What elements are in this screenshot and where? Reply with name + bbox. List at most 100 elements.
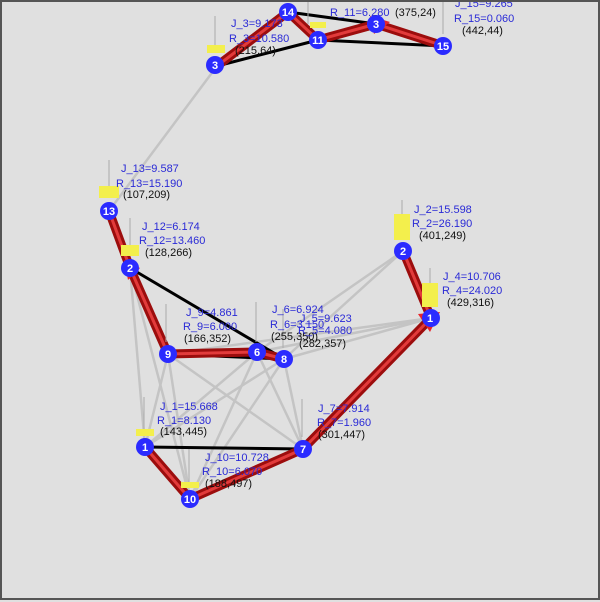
label-j7: J_7=7.914 (318, 403, 370, 415)
annotations: J_3=9.173 R_3=10.580 (215,64) R_11=6.280… (116, 2, 514, 490)
svg-text:13: 13 (103, 206, 115, 218)
edge-1-7 (144, 445, 304, 451)
label-r11: R_11=6.280 (330, 7, 389, 19)
label-j12: J_12=6.174 (142, 221, 200, 233)
node-6[interactable]: 6 (248, 343, 266, 361)
label-r7: R_7=1.960 (317, 417, 371, 429)
edge-14-3 (287, 10, 377, 26)
label-c12: (128,266) (145, 247, 192, 259)
label-r4: R_4=24.020 (442, 285, 502, 297)
route-10-1 (143, 445, 192, 501)
edge-8-1 (144, 357, 285, 449)
label-j2: J_2=15.598 (414, 204, 472, 216)
demand-bar-11 (310, 22, 326, 28)
label-j13: J_13=9.587 (121, 163, 179, 175)
label-r3: R_3=10.580 (229, 33, 289, 45)
node-11[interactable]: 11 (309, 31, 327, 49)
svg-text:10: 10 (184, 494, 196, 506)
label-c3: (215,64) (235, 45, 276, 57)
edge-2-8 (283, 250, 404, 360)
edge-3-13 (107, 65, 219, 212)
edge-12-1 (128, 267, 147, 448)
edge-6-7 (255, 351, 305, 450)
label-c15: (442,44) (462, 25, 503, 37)
label-c6: (255,350) (271, 331, 318, 343)
label-c7: (301,447) (318, 429, 365, 441)
label-r2: R_2=26.190 (412, 218, 472, 230)
edge-4-6 (256, 316, 432, 354)
svg-text:9: 9 (165, 349, 171, 361)
svg-text:11: 11 (312, 35, 324, 47)
label-c1: (143,445) (160, 426, 207, 438)
edge-4-8 (283, 316, 432, 361)
svg-text:2: 2 (127, 263, 133, 275)
svg-text:14: 14 (282, 7, 295, 19)
svg-text:15: 15 (437, 41, 449, 53)
demand-bar-12 (121, 245, 139, 256)
node-7[interactable]: 7 (294, 440, 312, 458)
node-depot-top[interactable]: 3 (367, 15, 385, 33)
svg-text:8: 8 (281, 354, 287, 366)
node-2[interactable]: 2 (394, 242, 412, 260)
node-15[interactable]: 15 (434, 37, 452, 55)
label-c2: (401,249) (419, 230, 466, 242)
svg-text:1: 1 (427, 313, 433, 325)
label-c13: (107,209) (123, 189, 170, 201)
label-j6: J_6=6.924 (272, 304, 324, 316)
label-r10: R_10=6.070 (202, 466, 262, 478)
label-j15: J_15=9.265 (455, 2, 513, 10)
label-j4: J_4=10.706 (443, 271, 501, 283)
label-j9: J_9=4.861 (186, 307, 238, 319)
label-r15: R_15=0.060 (454, 13, 514, 25)
demand-bar-4 (422, 283, 438, 307)
svg-text:1: 1 (142, 442, 148, 454)
label-c5: (282,357) (299, 338, 346, 350)
edge-4-9 (167, 316, 432, 356)
label-r1: R_1=8.130 (157, 415, 211, 427)
svg-text:6: 6 (254, 347, 260, 359)
edge-8-10 (188, 358, 286, 500)
node-9[interactable]: 9 (159, 345, 177, 363)
label-r13: R_13=15.190 (116, 178, 182, 190)
edge-3-11 (216, 38, 319, 68)
demand-bar-1 (136, 429, 154, 436)
label-j3: J_3=9.173 (231, 18, 283, 30)
route-7-10 (188, 447, 305, 501)
demand-bars (99, 2, 444, 488)
node-14[interactable]: 14 (279, 3, 297, 21)
edge-8-7 (282, 358, 305, 450)
node-8[interactable]: 8 (275, 350, 293, 368)
svg-text:3: 3 (212, 60, 218, 72)
node-3[interactable]: 3 (206, 56, 224, 74)
edge-6-1 (144, 351, 258, 448)
svg-text:2: 2 (400, 246, 406, 258)
edge-2-6 (256, 249, 404, 354)
label-r5: R_5=4.080 (298, 325, 352, 337)
node-4[interactable]: 1 (422, 309, 440, 327)
demand-bar-13 (99, 186, 119, 198)
node-1[interactable]: 1 (136, 438, 154, 456)
edge-6-10 (188, 351, 259, 500)
route-4-7 (301, 316, 433, 451)
label-j10: J_10=10.728 (205, 452, 269, 464)
label-j5: J_5=9.623 (300, 313, 352, 325)
label-c9: (166,352) (184, 333, 231, 345)
node-13[interactable]: 13 (100, 202, 118, 220)
label-r9: R_9=6.000 (183, 321, 237, 333)
demand-bar-2 (394, 214, 410, 240)
route-9-6 (166, 350, 259, 356)
edge-11-15 (317, 38, 445, 48)
route-13-12 (107, 209, 132, 270)
label-c4: (429,316) (447, 297, 494, 309)
label-c10: (188,497) (205, 478, 252, 490)
node-10[interactable]: 10 (181, 490, 199, 508)
node-12[interactable]: 2 (121, 259, 139, 277)
label-j1: J_1=15.668 (160, 401, 218, 413)
demand-bar-10 (181, 482, 199, 488)
route-12-9 (128, 266, 170, 356)
label-r12: R_12=13.460 (139, 235, 205, 247)
svg-text:3: 3 (373, 19, 379, 31)
demand-bar-3 (207, 45, 225, 53)
